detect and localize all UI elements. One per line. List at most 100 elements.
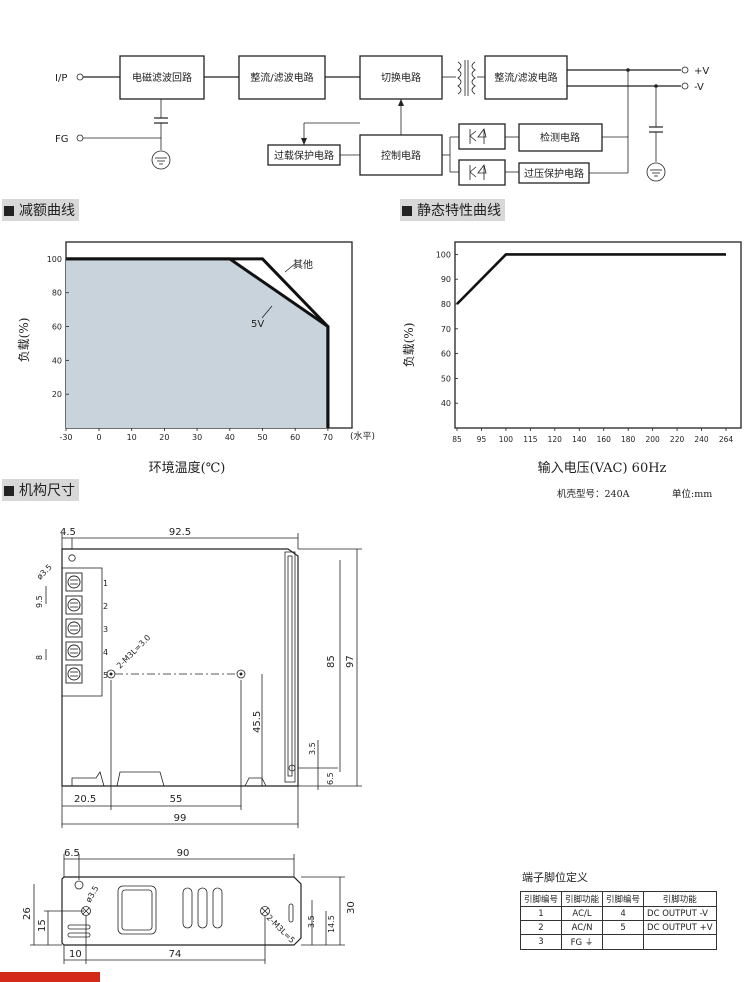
section-mechanical-header: 机构尺寸: [2, 479, 79, 501]
terminal-screw-icon: [67, 575, 81, 589]
derating-x-tick-label: 70: [323, 433, 333, 442]
table-cell: DC OUTPUT +V: [643, 920, 717, 935]
table-header-cell: 引脚编号: [602, 891, 645, 907]
dim-9-5: 9.5: [35, 595, 44, 608]
static-x-tick-label: 120: [548, 435, 563, 444]
dim-14-5: 14.5: [327, 915, 336, 933]
vent-slot: [182, 887, 193, 929]
mount-hole-top-left-icon: [68, 554, 76, 562]
dim-20-5: 20.5: [74, 794, 96, 805]
mount-hole-icon: [288, 764, 296, 772]
terminal-screw-icon: [67, 667, 81, 681]
switching-block: [359, 55, 443, 100]
static-x-tick-label: 140: [572, 435, 587, 444]
terminal-screw-icon: [67, 598, 81, 612]
vent-slot: [197, 887, 208, 929]
side-screw-icon: [260, 906, 270, 916]
static-x-tick-label: 115: [523, 435, 538, 444]
fg-label: FG: [55, 134, 69, 145]
table-cell: [643, 934, 717, 950]
static-plot-area: [454, 241, 742, 429]
derating-legend-5v: 5V: [251, 319, 264, 330]
derating-y-tick-label: 40: [52, 356, 62, 365]
overvoltage-block: [518, 162, 590, 184]
table-cell: 1: [519, 906, 563, 921]
static-x-tick-label: 100: [499, 435, 514, 444]
emi-filter-label: 电磁滤波回路: [132, 71, 192, 84]
overload-label: 过载保护电路: [274, 149, 334, 162]
static-x-tick-label: 160: [597, 435, 612, 444]
derating-x-tick-label: 0: [96, 433, 101, 442]
table-row: 1 AC/L 4 DC OUTPUT -V: [519, 906, 717, 921]
rectifier-secondary-label: 整流/滤波电路: [494, 71, 557, 84]
section-bullet-icon: [4, 206, 14, 216]
dim-8: 8: [35, 655, 44, 660]
table-header-cell: 引脚编号: [519, 891, 563, 907]
side-hole-icon: [74, 880, 84, 890]
static-y-tick-label: 40: [441, 399, 451, 408]
dim-99: 99: [174, 813, 187, 824]
output-pos-label: +V: [694, 66, 709, 77]
derating-x-tick-label: -30: [59, 433, 72, 442]
derating-y-tick-label: 100: [47, 255, 62, 264]
dim-55: 55: [170, 794, 183, 805]
output-neg-label: -V: [694, 82, 704, 93]
derating-x-tick-label: 60: [290, 433, 300, 442]
output-ground-icon: [646, 162, 666, 182]
static-x-tick-label: 180: [621, 435, 636, 444]
dim-74: 74: [169, 949, 182, 960]
static-y-tick-label: 100: [436, 250, 451, 259]
static-x-tick-label: 240: [694, 435, 709, 444]
mount-hole-icon: [236, 669, 246, 679]
footer-accent-bar: [0, 972, 100, 982]
static-y-tick-label: 60: [441, 350, 451, 359]
terminal-block: [61, 567, 103, 697]
dim-90: 90: [177, 848, 190, 859]
dim-6-5-side: 6.5: [64, 848, 80, 859]
table-cell: DC OUTPUT -V: [643, 906, 717, 921]
table-cell: 5: [602, 920, 645, 935]
section-derating-title: 减额曲线: [19, 203, 75, 219]
rectifier-secondary-block: [484, 55, 568, 100]
section-bullet-icon: [4, 486, 14, 496]
derating-y-tick-label: 20: [52, 390, 62, 399]
dim-15: 15: [37, 919, 48, 932]
dim-45-5: 45.5: [252, 711, 263, 733]
dim-10: 10: [69, 949, 82, 960]
derating-y-tick-label: 80: [52, 289, 62, 298]
terminal-pin-label: 5: [103, 671, 108, 680]
terminal-screw-icon: [67, 644, 81, 658]
optocoupler-2-icon: [458, 159, 506, 186]
dim-26: 26: [22, 907, 33, 920]
static-ylabel: 负载(%): [402, 323, 416, 368]
table-header-cell: 引脚功能: [643, 891, 717, 907]
terminal-pin-label: 4: [103, 648, 108, 657]
table-cell: AC/N: [561, 920, 604, 935]
section-static-title: 静态特性曲线: [417, 203, 501, 219]
table-cell: FG ⏚: [561, 934, 604, 950]
mechanical-side-view: 6.5 90 ø3.5 26 15 30 3.5 14.5 2-M3L=5 10…: [22, 848, 357, 964]
derating-x-unit: (水平): [350, 430, 375, 442]
static-x-tick-label: 220: [670, 435, 685, 444]
output-neg-terminal: [681, 82, 689, 90]
terminal-table-title: 端子脚位定义: [522, 871, 588, 884]
input-label: I/P: [55, 73, 67, 84]
derating-series-5v: [66, 257, 330, 428]
derating-x-tick-label: 40: [225, 433, 235, 442]
table-cell: AC/L: [561, 906, 604, 921]
block-diagram: I/P 电磁滤波回路 整流/滤波电路 切换电路 整流/滤波电路 +V -V: [55, 55, 709, 186]
dim-30: 30: [346, 901, 357, 914]
derating-fill-area: [66, 258, 328, 428]
terminal-screw-icon: [67, 621, 81, 635]
static-xlabel: 输入电压(VAC) 60Hz: [538, 460, 667, 476]
vent-window: [117, 885, 157, 935]
fg-terminal: [76, 134, 84, 142]
case-outline: [61, 548, 299, 787]
unit-info: 单位:mm: [672, 488, 712, 500]
control-label: 控制电路: [381, 149, 421, 162]
